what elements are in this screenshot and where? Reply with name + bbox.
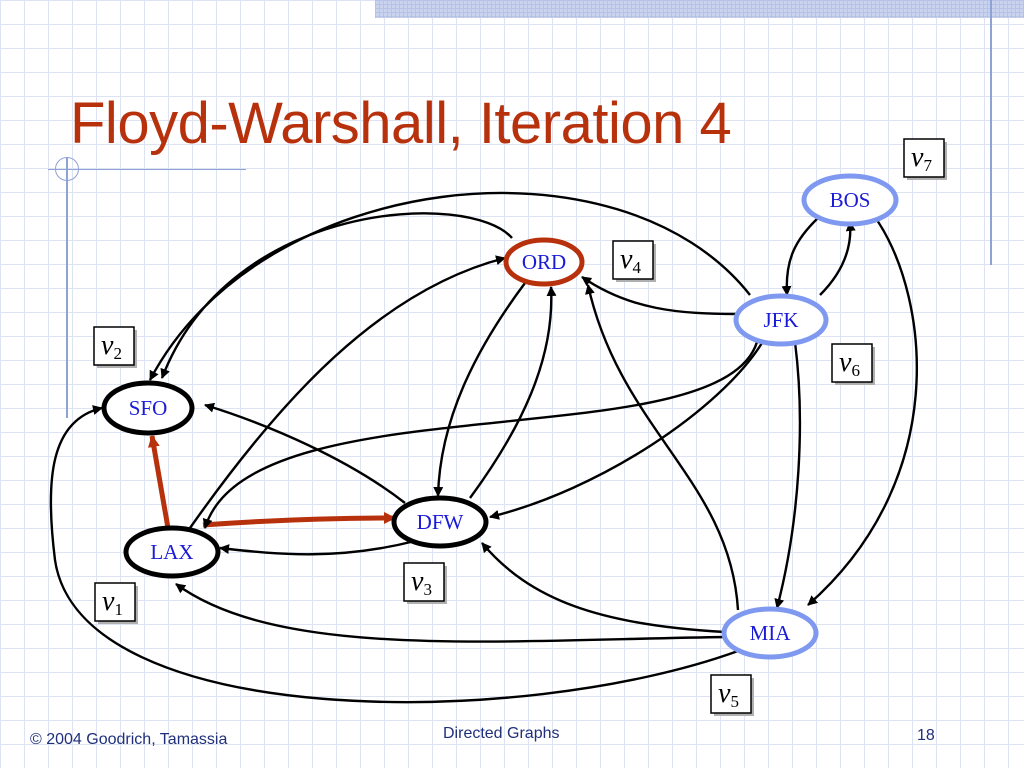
vertex-label-text: v5 <box>718 678 739 711</box>
node-dfw-label: DFW <box>417 510 464 534</box>
vertex-label-box <box>903 138 945 178</box>
node-jfk-label: JFK <box>763 308 798 332</box>
vertex-label-bos: v7 <box>903 138 947 180</box>
vertex-symbol: v <box>411 566 424 597</box>
vertex-label-text: v4 <box>620 244 641 277</box>
node-bos[interactable]: BOS <box>801 173 899 227</box>
footer-copyright: © 2004 Goodrich, Tamassia <box>30 731 228 748</box>
title-underline-rule <box>48 169 246 170</box>
vertex-label-text: v1 <box>102 586 123 619</box>
vertex-symbol: v <box>718 678 731 709</box>
footer-section-title: Directed Graphs <box>443 725 560 742</box>
vertex-label-dfw: v3 <box>403 562 447 604</box>
vertex-label-box <box>612 240 654 280</box>
edge-mia-to-ord <box>585 284 740 611</box>
edge-jfk-to-ord <box>581 276 738 316</box>
node-sfo-label: SFO <box>129 396 168 420</box>
edge-jfk-to-mia <box>774 341 802 609</box>
node-dfw-ellipse <box>391 495 489 549</box>
right-decorative-rule <box>990 0 992 265</box>
node-lax-ellipse <box>123 525 221 579</box>
vertex-label-box <box>710 674 752 714</box>
vertex-index: 3 <box>423 580 432 599</box>
edge-bos-to-mia <box>807 219 918 606</box>
vertex-label-jfk: v6 <box>831 343 875 385</box>
vertex-label-text: v7 <box>911 142 932 175</box>
vertex-label-text: v2 <box>101 330 122 363</box>
edge-ord-to-dfw <box>433 282 526 497</box>
vertex-index: 1 <box>114 600 123 619</box>
vertex-label-box <box>831 343 873 383</box>
edge-lax-to-ord <box>189 255 506 529</box>
node-sfo-ellipse <box>101 380 195 436</box>
edge-mia-to-dfw <box>481 542 726 634</box>
edge-dfw-to-sfo <box>204 402 406 504</box>
crosshair-ornament <box>55 157 79 181</box>
edge-mia-to-sfo <box>49 405 739 704</box>
vertex-index: 7 <box>923 156 932 175</box>
vertex-symbol: v <box>911 142 924 173</box>
node-mia-label: MIA <box>750 621 792 645</box>
vertex-symbol: v <box>101 330 114 361</box>
node-lax[interactable]: LAX <box>123 525 221 579</box>
vertex-index: 5 <box>730 692 739 711</box>
node-dfw[interactable]: DFW <box>391 495 489 549</box>
vertex-symbol: v <box>839 347 852 378</box>
vertex-label-box <box>93 326 135 366</box>
node-mia-ellipse <box>721 606 819 660</box>
vertex-symbol: v <box>620 244 633 275</box>
edge-mia-to-lax <box>175 583 728 643</box>
edges-layer <box>49 191 918 704</box>
nodes-layer: LAX SFO DFW ORD MIA JFK BOS <box>101 173 899 660</box>
node-bos-label: BOS <box>830 188 871 212</box>
slide-title: Floyd-Warshall, Iteration 4 <box>70 91 732 156</box>
vertex-label-box <box>94 582 136 622</box>
vertex-label-text: v3 <box>411 566 432 599</box>
top-decorative-band <box>375 0 1024 18</box>
node-mia[interactable]: MIA <box>721 606 819 660</box>
vertex-label-sfo: v2 <box>93 326 137 368</box>
vertex-index: 4 <box>632 258 641 277</box>
vertex-index: 2 <box>113 344 122 363</box>
edge-bos-to-jfk <box>781 217 819 296</box>
node-ord-label: ORD <box>522 250 566 274</box>
edge-lax-to-dfw <box>202 512 396 528</box>
edge-jfk-to-bos <box>819 221 856 296</box>
node-jfk[interactable]: JFK <box>733 293 829 347</box>
edge-lax-to-sfo <box>147 435 171 529</box>
vertex-label-text: v6 <box>839 347 860 380</box>
vertex-label-lax: v1 <box>94 582 138 624</box>
node-lax-label: LAX <box>150 540 193 564</box>
edge-jfk-to-lax <box>202 341 759 529</box>
edge-jfk-to-sfo <box>148 191 751 381</box>
node-bos-ellipse <box>801 173 899 227</box>
edge-dfw-to-ord <box>469 286 557 499</box>
left-decorative-rule <box>66 158 68 418</box>
edge-jfk-to-dfw <box>489 342 764 520</box>
vertex-label-box <box>403 562 445 602</box>
node-ord[interactable]: ORD <box>503 237 585 287</box>
page-number: 18 <box>917 727 935 744</box>
node-ord-ellipse <box>503 237 585 287</box>
edge-dfw-to-lax <box>219 539 416 556</box>
vertex-label-mia: v5 <box>710 674 754 716</box>
node-sfo[interactable]: SFO <box>101 380 195 436</box>
vertex-symbol: v <box>102 586 115 617</box>
node-jfk-ellipse <box>733 293 829 347</box>
vertex-index: 6 <box>851 361 860 380</box>
vertex-label-ord: v4 <box>612 240 656 282</box>
